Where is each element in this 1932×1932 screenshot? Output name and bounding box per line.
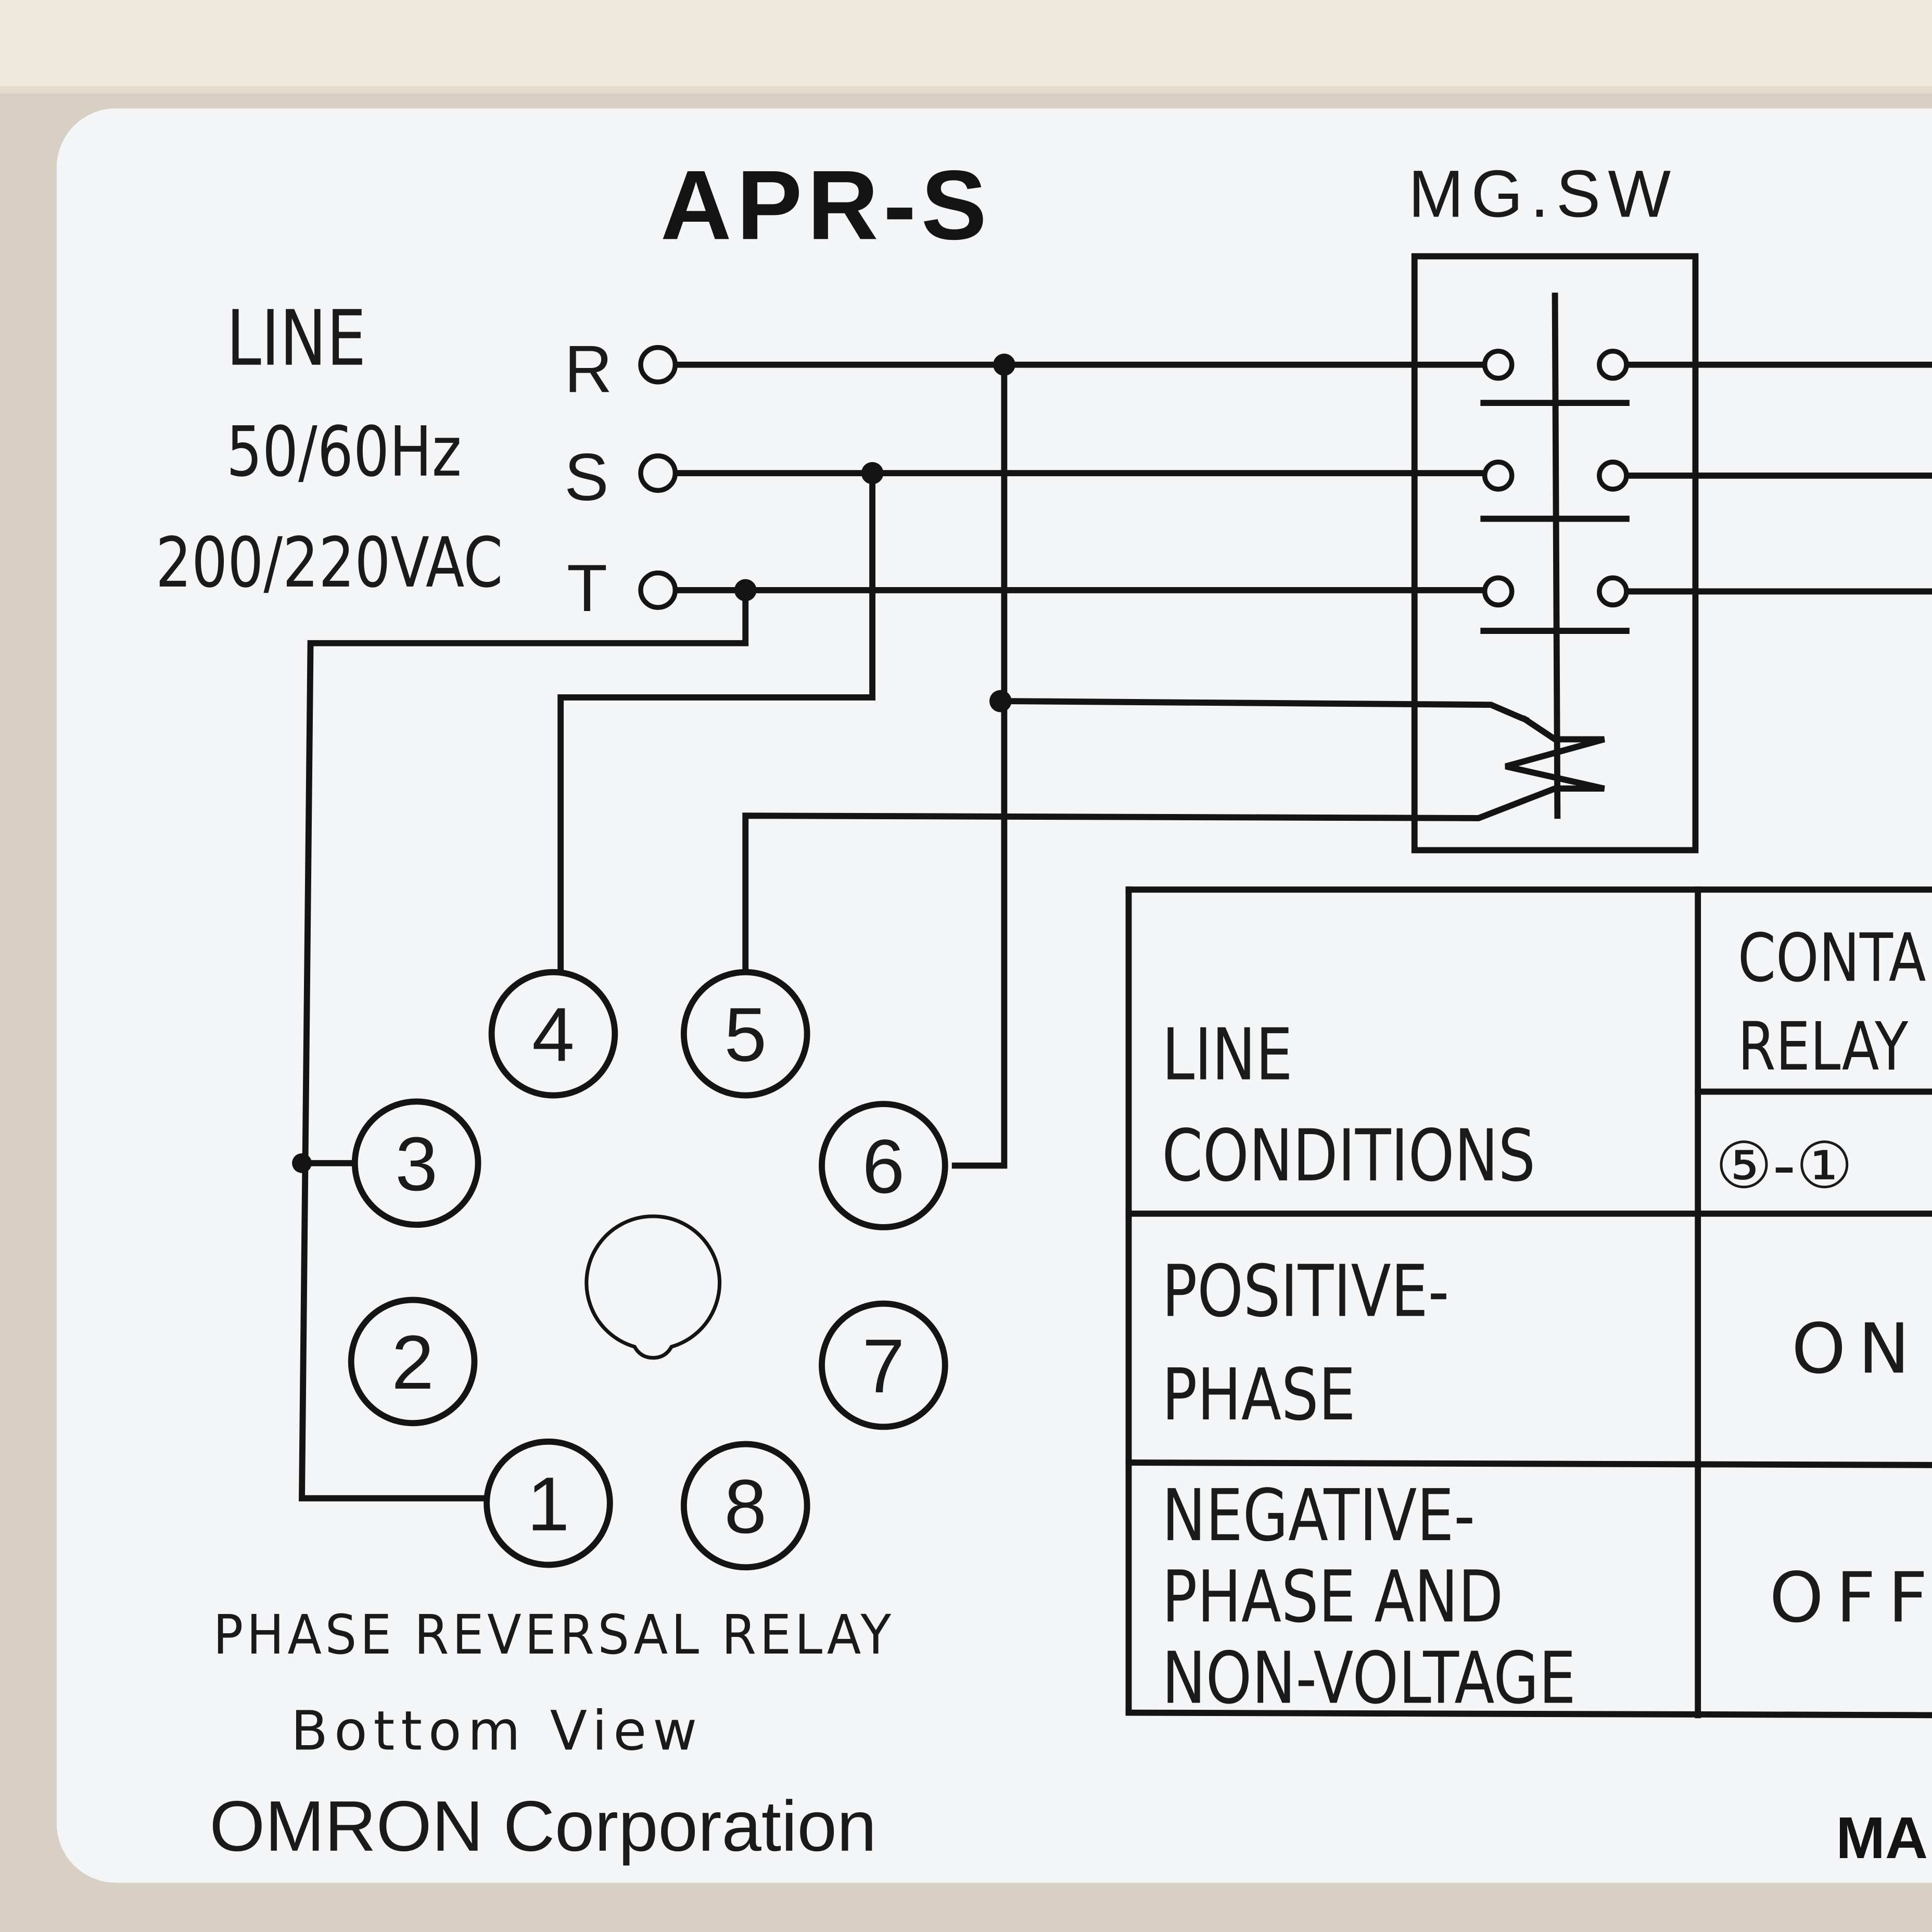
junction-dot — [734, 579, 757, 602]
condition-table: LINE CONDITIONS CONTA RELAY ⑤-① POSITIVE… — [1125, 886, 1932, 1720]
wire-coil-a — [997, 698, 1530, 724]
table-header-conditions: CONDITIONS — [1162, 1114, 1535, 1198]
junction-dot — [993, 353, 1015, 376]
wire-t-to-pin1 — [299, 587, 749, 1502]
table-header-relay: RELAY — [1738, 1008, 1909, 1086]
pin-4-label: 4 — [532, 992, 575, 1077]
pin-8 — [680, 1441, 810, 1571]
caption-bottom-view: Bottom View — [291, 1699, 704, 1763]
junction-dot — [292, 1153, 312, 1173]
phase-t-label: T — [567, 551, 607, 626]
pin-1-label: 1 — [527, 1461, 570, 1547]
pin-6-label: 6 — [862, 1124, 905, 1210]
model-title: APR-S — [660, 150, 992, 260]
table-header-contact: CONTA — [1738, 919, 1926, 997]
caption-relay-type: PHASE REVERSAL RELAY — [213, 1603, 894, 1667]
switch-contacts — [1480, 348, 1630, 634]
row1-condition-1: POSITIVE- — [1162, 1249, 1449, 1333]
label-card — [56, 108, 1932, 1883]
pin-5-label: 5 — [724, 992, 767, 1077]
junction-dot — [989, 690, 1012, 713]
terminal-s — [638, 453, 678, 493]
line-frequency: 50/60Hz — [226, 411, 462, 492]
housing-top-edge — [0, 0, 1932, 86]
switch-actuator-rod — [1552, 293, 1561, 819]
row1-condition-2: PHASE — [1162, 1353, 1355, 1437]
pin-5 — [680, 969, 810, 1099]
phase-r-label: R — [564, 332, 612, 406]
row1-state: ON — [1791, 1309, 1922, 1389]
pin-1 — [484, 1438, 613, 1568]
mg-switch-label: MG.SW — [1408, 157, 1678, 232]
pin-4 — [488, 969, 618, 1099]
phase-s-label: S — [564, 440, 608, 515]
wire-r-to-pin6 — [951, 361, 1008, 1169]
wire-pin5-to-coil — [742, 797, 1527, 977]
magnetic-switch-box — [1411, 253, 1699, 854]
pin-7-label: 7 — [862, 1324, 905, 1409]
pin-6 — [819, 1101, 948, 1230]
row2-condition-1: NEGATIVE- — [1162, 1473, 1475, 1557]
relay-socket: 4 5 3 6 2 7 1 8 — [348, 969, 948, 1571]
row2-state: OFF — [1770, 1558, 1932, 1638]
manufacturer-name: OMRON Corporation — [209, 1787, 876, 1866]
wire-s-to-pin4 — [557, 470, 875, 977]
housing-seam — [0, 86, 1932, 94]
pin-8-label: 8 — [724, 1464, 767, 1549]
pin-2 — [348, 1297, 478, 1427]
row2-condition-3: NON-VOLTAGE — [1162, 1636, 1575, 1720]
socket-key-icon — [584, 1214, 722, 1360]
row2-condition-2: PHASE AND — [1162, 1555, 1503, 1638]
pin-3 — [351, 1098, 481, 1228]
junction-dot — [861, 462, 884, 485]
line-title: LINE — [226, 294, 366, 383]
pin-3-label: 3 — [395, 1122, 438, 1207]
terminal-t — [638, 570, 678, 610]
table-header-line: LINE — [1162, 1013, 1292, 1097]
terminal-r — [638, 345, 678, 385]
pin-7 — [819, 1300, 948, 1430]
line-voltage: 200/220VAC — [156, 522, 503, 603]
table-header-contact-pins: ⑤-① — [1715, 1129, 1853, 1203]
coil-icon — [1505, 715, 1605, 805]
footer-right-text: MA — [1836, 1805, 1928, 1871]
pin-2-label: 2 — [391, 1320, 434, 1405]
